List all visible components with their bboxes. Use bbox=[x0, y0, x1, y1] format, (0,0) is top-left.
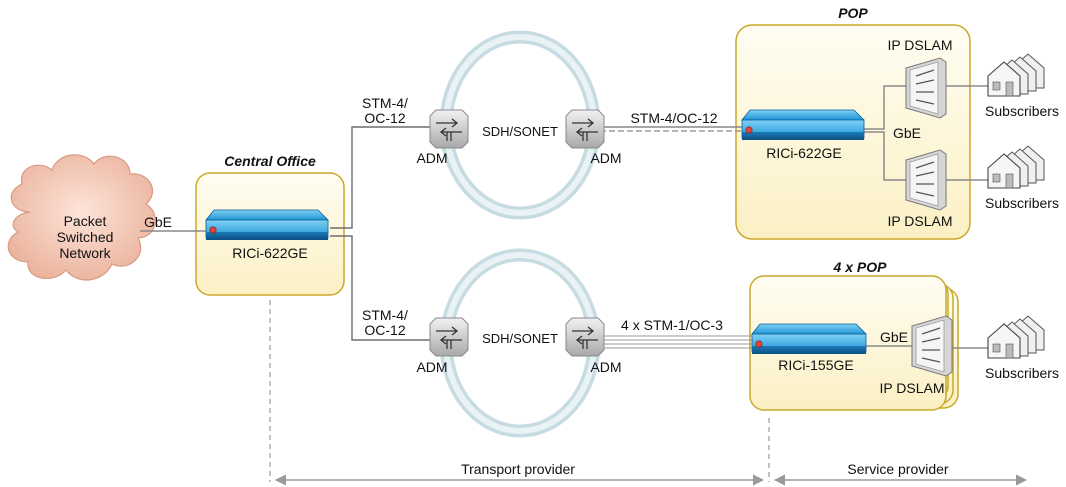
adm-icon bbox=[565, 109, 605, 149]
pops4-title: 4 x POP bbox=[833, 259, 888, 275]
co-device-label: RICi-622GE bbox=[232, 245, 307, 261]
pop-title: POP bbox=[838, 5, 868, 21]
cloud-label-3: Network bbox=[59, 245, 111, 261]
adm-label: ADM bbox=[590, 359, 621, 375]
subscribers-icon bbox=[987, 145, 1045, 189]
subscribers-label: Subscribers bbox=[985, 195, 1059, 211]
link-label-stm1-pops: 4 x STM-1/OC-3 bbox=[621, 317, 723, 333]
adm-icon bbox=[429, 109, 469, 149]
adm-label: ADM bbox=[590, 150, 621, 166]
link-label-stm4-top-1: STM-4/ bbox=[362, 95, 408, 111]
link-label-stm4-bottom-1: STM-4/ bbox=[362, 307, 408, 323]
cloud-label-2: Switched bbox=[57, 229, 114, 245]
subscribers-label: Subscribers bbox=[985, 103, 1059, 119]
ring-label-bottom: SDH/SONET bbox=[482, 331, 558, 346]
central-office-title: Central Office bbox=[224, 153, 316, 169]
links bbox=[140, 85, 992, 349]
cloud-label-1: Packet bbox=[64, 213, 107, 229]
provider-dividers bbox=[269, 300, 770, 482]
adm-icon bbox=[565, 317, 605, 357]
dslam-label-top: IP DSLAM bbox=[887, 37, 952, 53]
subscribers-label: Subscribers bbox=[985, 365, 1059, 381]
pop-device-label: RICi-622GE bbox=[766, 145, 841, 161]
link-label-stm4-top-2: OC-12 bbox=[364, 110, 405, 126]
adm-label: ADM bbox=[416, 150, 447, 166]
rici-device-icon bbox=[205, 209, 329, 240]
subscribers-icon bbox=[987, 53, 1045, 97]
link-label-stm4-bottom-2: OC-12 bbox=[364, 322, 405, 338]
link-label-gbe-cloud: GbE bbox=[144, 214, 172, 230]
link-label-gbe-pops: GbE bbox=[880, 329, 908, 345]
pops4-device-label: RICi-155GE bbox=[778, 357, 853, 373]
link-label-stm4-pop: STM-4/OC-12 bbox=[630, 110, 717, 126]
adm-icon bbox=[429, 317, 469, 357]
dslam-icon bbox=[911, 315, 953, 377]
dslam-icon bbox=[905, 149, 947, 211]
ring-label-top: SDH/SONET bbox=[482, 124, 558, 139]
transport-provider-label: Transport provider bbox=[461, 461, 575, 477]
packet-network-cloud bbox=[7, 154, 156, 281]
dslam-label-bottom: IP DSLAM bbox=[887, 213, 952, 229]
service-provider-label: Service provider bbox=[847, 461, 948, 477]
rici-device-icon bbox=[741, 109, 865, 140]
rici-device-icon bbox=[751, 323, 867, 354]
dslam-icon bbox=[905, 57, 947, 119]
dslam-label-pops4: IP DSLAM bbox=[879, 380, 944, 396]
subscribers-icon bbox=[987, 315, 1045, 359]
link-label-gbe-pop: GbE bbox=[893, 125, 921, 141]
adm-label: ADM bbox=[416, 359, 447, 375]
